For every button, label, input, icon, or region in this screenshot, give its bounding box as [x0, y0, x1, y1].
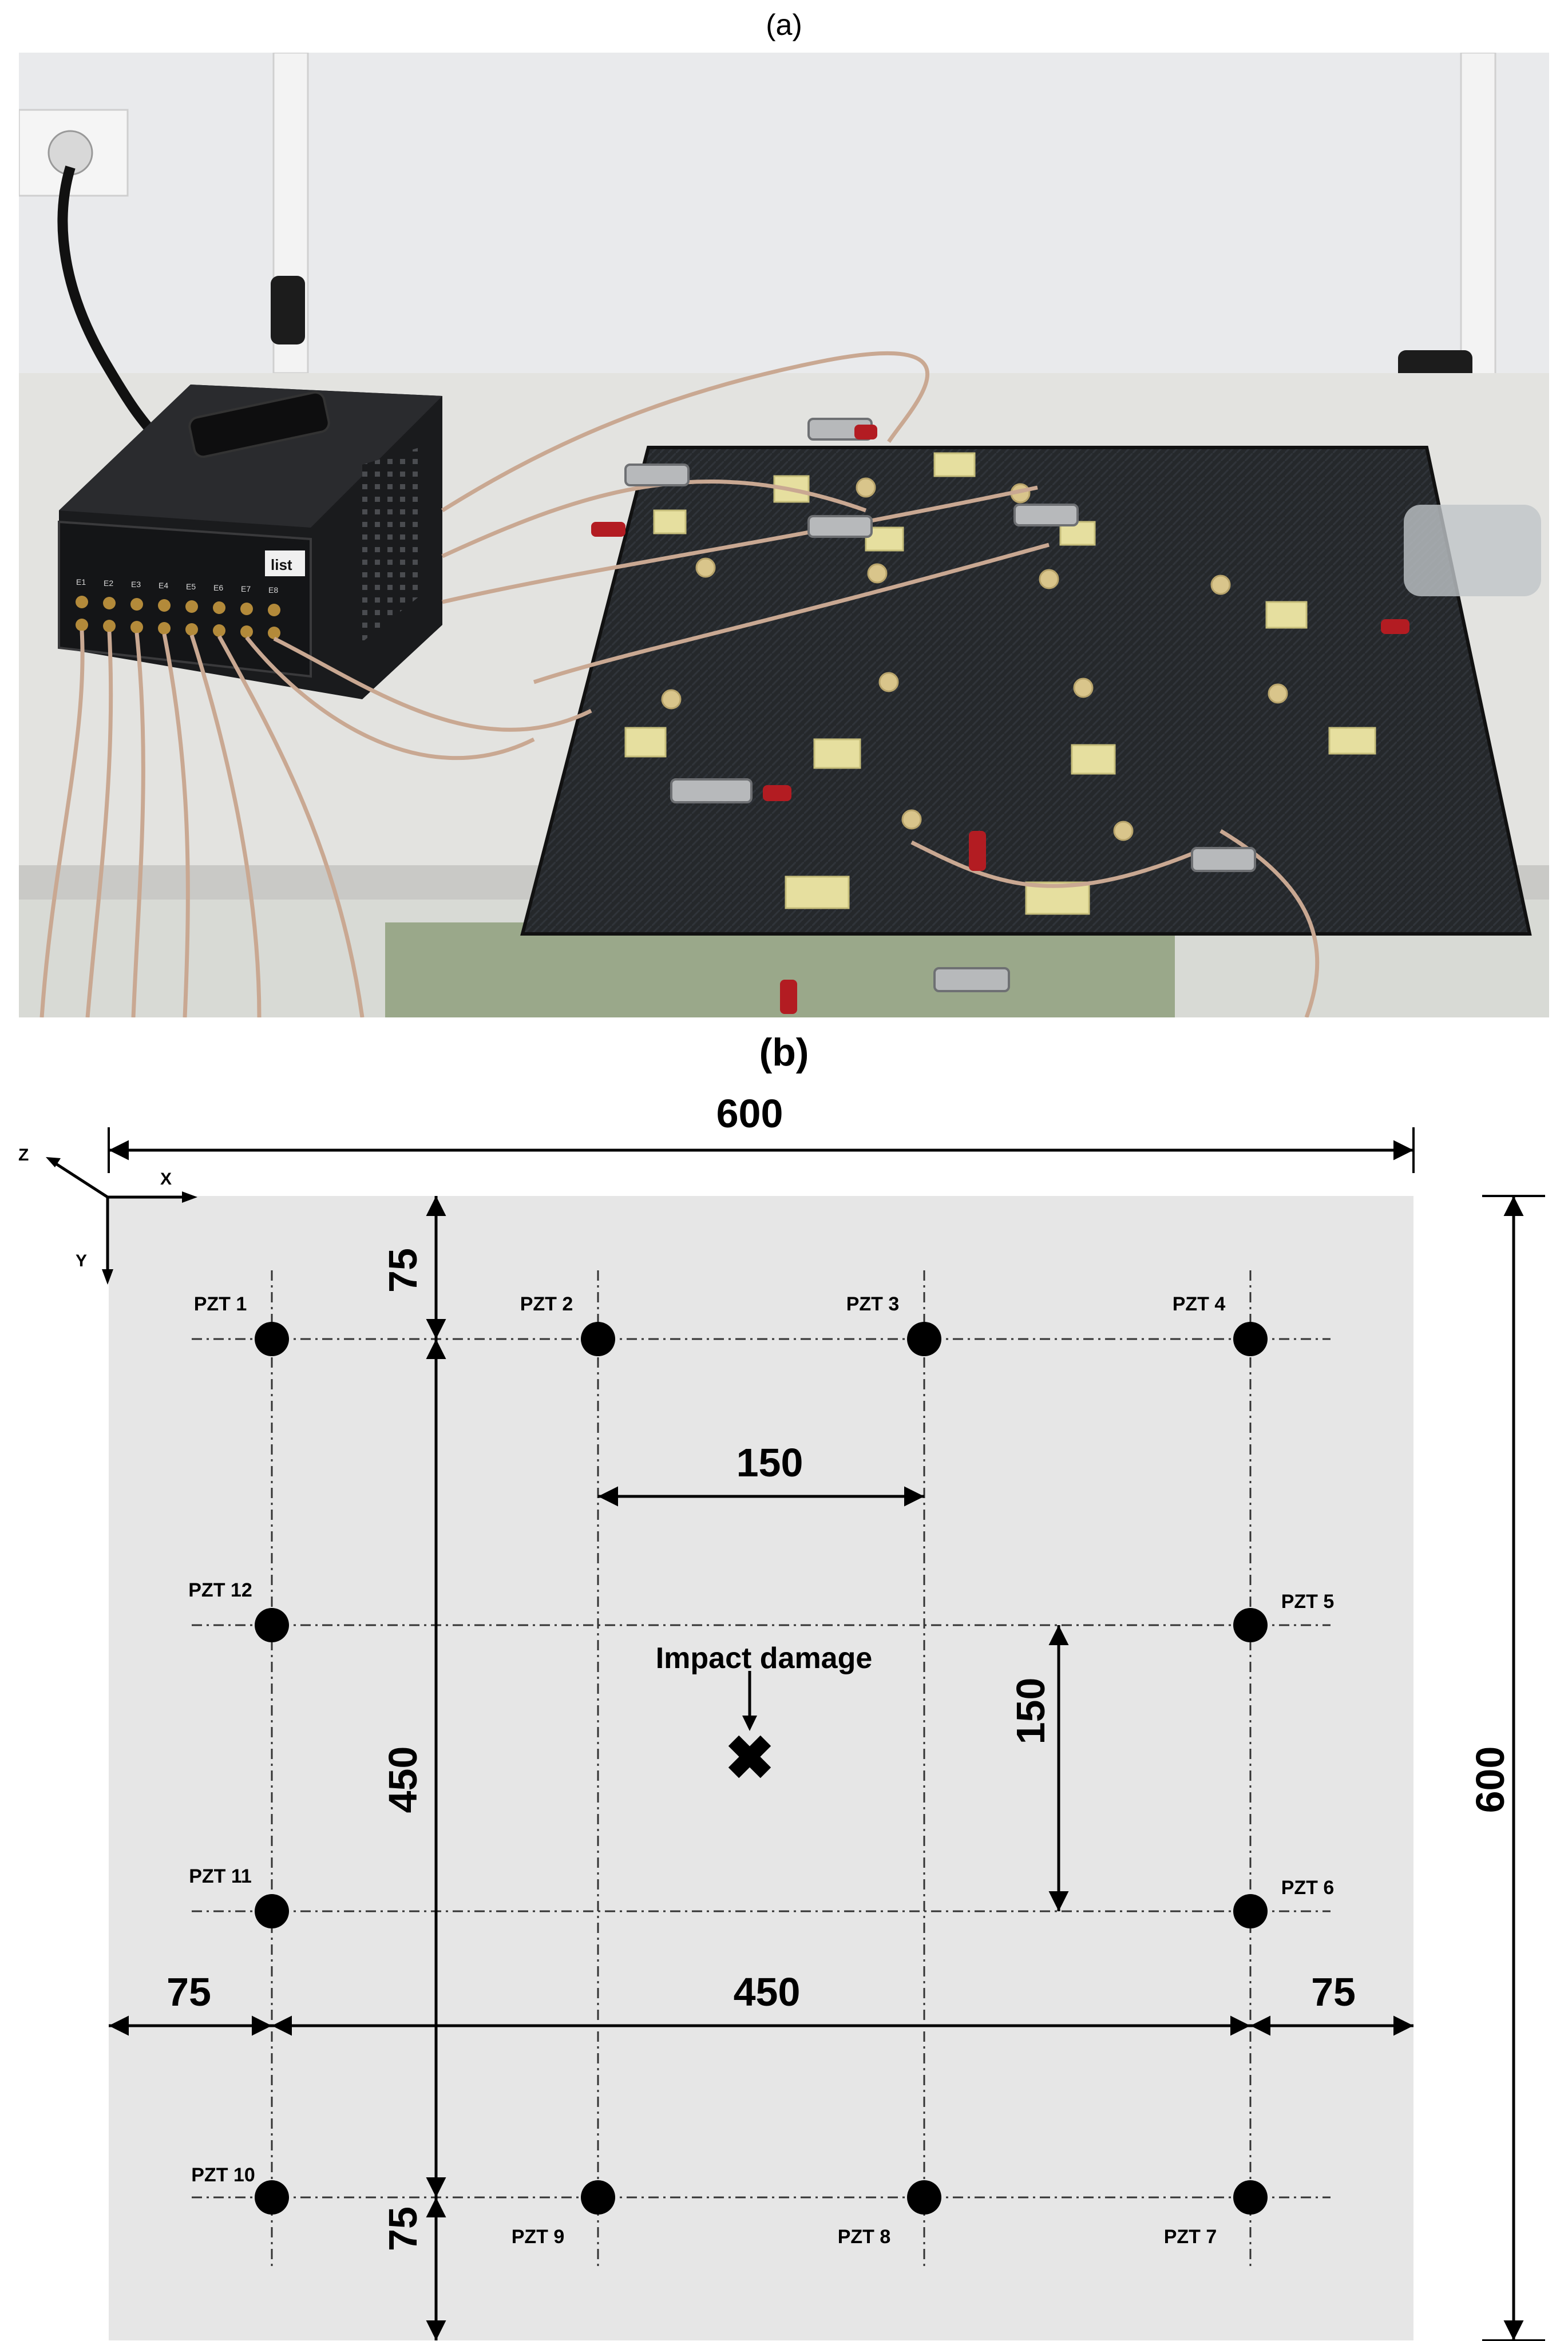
box-connectors: [76, 596, 280, 639]
box-brand-text: list: [271, 556, 292, 573]
dim-top-margin: 75: [381, 1248, 425, 1293]
impact-damage-label: Impact damage: [656, 1642, 873, 1675]
x-arrowhead: [182, 1191, 197, 1203]
pzt-sensor-dot: [907, 1322, 941, 1356]
channel-label: E7: [241, 584, 251, 593]
channel-label: E3: [131, 580, 141, 589]
acquisition-box: [58, 385, 442, 699]
dim-vertical-span: 450: [381, 1746, 425, 1813]
pzt-sensor-dot: [1233, 1608, 1268, 1642]
dim-bottom-margin: 75: [381, 2207, 425, 2251]
dim-right-height: 600: [1468, 1746, 1512, 1813]
y-arrowhead: [102, 1269, 113, 1285]
pzt-sensor-label: PZT 4: [1173, 1293, 1226, 1315]
z-arrowhead: [46, 1157, 61, 1167]
dim-right-margin: 75: [1311, 1970, 1356, 2014]
channel-label: E6: [213, 583, 223, 592]
shelf-bracket-left: [271, 276, 305, 344]
coordinate-axes: [52, 1160, 189, 1276]
piezo-discs: [661, 477, 1288, 841]
pzt-sensor-label: PZT 12: [188, 1579, 252, 1601]
pzt-sensor-dot: [907, 2180, 941, 2215]
pzt-sensor-label: PZT 6: [1281, 1877, 1335, 1899]
pzt-sensor-dot: [1233, 1322, 1268, 1356]
panel-a-label: (a): [766, 9, 802, 42]
pzt-sensor-label: PZT 1: [194, 1293, 247, 1315]
pzt-sensor-dot: [581, 2180, 615, 2215]
dim-horizontal-span: 450: [734, 1970, 801, 2014]
pzt-sensor-label: PZT 9: [512, 2226, 565, 2248]
pzt-sensor-dot: [255, 2180, 289, 2215]
dimension-lines: [108, 1127, 1545, 2341]
dim-sensor-spacing-y: 150: [1008, 1678, 1053, 1745]
pzt-sensor-dot: [581, 1322, 615, 1356]
banana-plugs: [591, 425, 1409, 1014]
pzt-sensor-label: PZT 10: [191, 2164, 255, 2186]
z-axis-arrow: [52, 1160, 109, 1199]
pzt-sensor-label: PZT 11: [189, 1865, 252, 1887]
z-axis-label: Z: [18, 1146, 29, 1164]
wall: [19, 53, 1549, 373]
pzt-sensor-label: PZT 8: [838, 2226, 891, 2248]
channel-label: E5: [186, 582, 196, 591]
channel-label: E4: [159, 581, 168, 590]
connector-bag: [1404, 505, 1541, 596]
channel-label: E1: [76, 577, 86, 587]
x-axis-label: X: [160, 1170, 172, 1189]
dim-left-margin: 75: [167, 1970, 211, 2014]
dim-sensor-spacing-x: 150: [737, 1440, 803, 1485]
channel-label: E2: [104, 579, 113, 588]
pzt-sensor-label: PZT 2: [520, 1293, 573, 1315]
pzt-sensor-dot: [255, 1894, 289, 1928]
impact-damage-cross-stroke: [728, 1735, 771, 1778]
experimental-setup-photo: list E1 E2 E3 E4 E5 E6 E7 E8: [19, 53, 1549, 1017]
pzt-sensor-label: PZT 3: [846, 1293, 900, 1315]
pzt-sensor-label: PZT 5: [1281, 1591, 1335, 1613]
y-axis-label: Y: [76, 1251, 87, 1270]
dim-top-width: 600: [716, 1091, 783, 1136]
channel-label: E8: [268, 585, 278, 595]
impact-damage-pointer-head: [742, 1716, 757, 1731]
composite-plate: [520, 446, 1532, 936]
pzt-sensor-dot: [1233, 2180, 1268, 2215]
box-channel-labels: E1 E2 E3 E4 E5 E6 E7 E8: [76, 577, 278, 595]
pzt-sensor-dot: [255, 1608, 289, 1642]
coax-cables: [39, 351, 1320, 1017]
panel-b-label: (b): [759, 1031, 809, 1074]
pzt-sensor-dot: [255, 1322, 289, 1356]
pzt-sensor-dot: [1233, 1894, 1268, 1928]
pzt-sensors: PZT 1 PZT 2 PZT 3 PZT 4 PZT 5 PZT 6 PZT 7 PZT 8…: [188, 1293, 1334, 2248]
pzt-sensor-label: PZT 7: [1164, 2226, 1217, 2248]
impact-damage-cross: [728, 1735, 771, 1778]
sensor-layout-diagram: Z X Y 600 600 75 75 450 75 75 450 150 15…: [18, 1091, 1545, 2341]
